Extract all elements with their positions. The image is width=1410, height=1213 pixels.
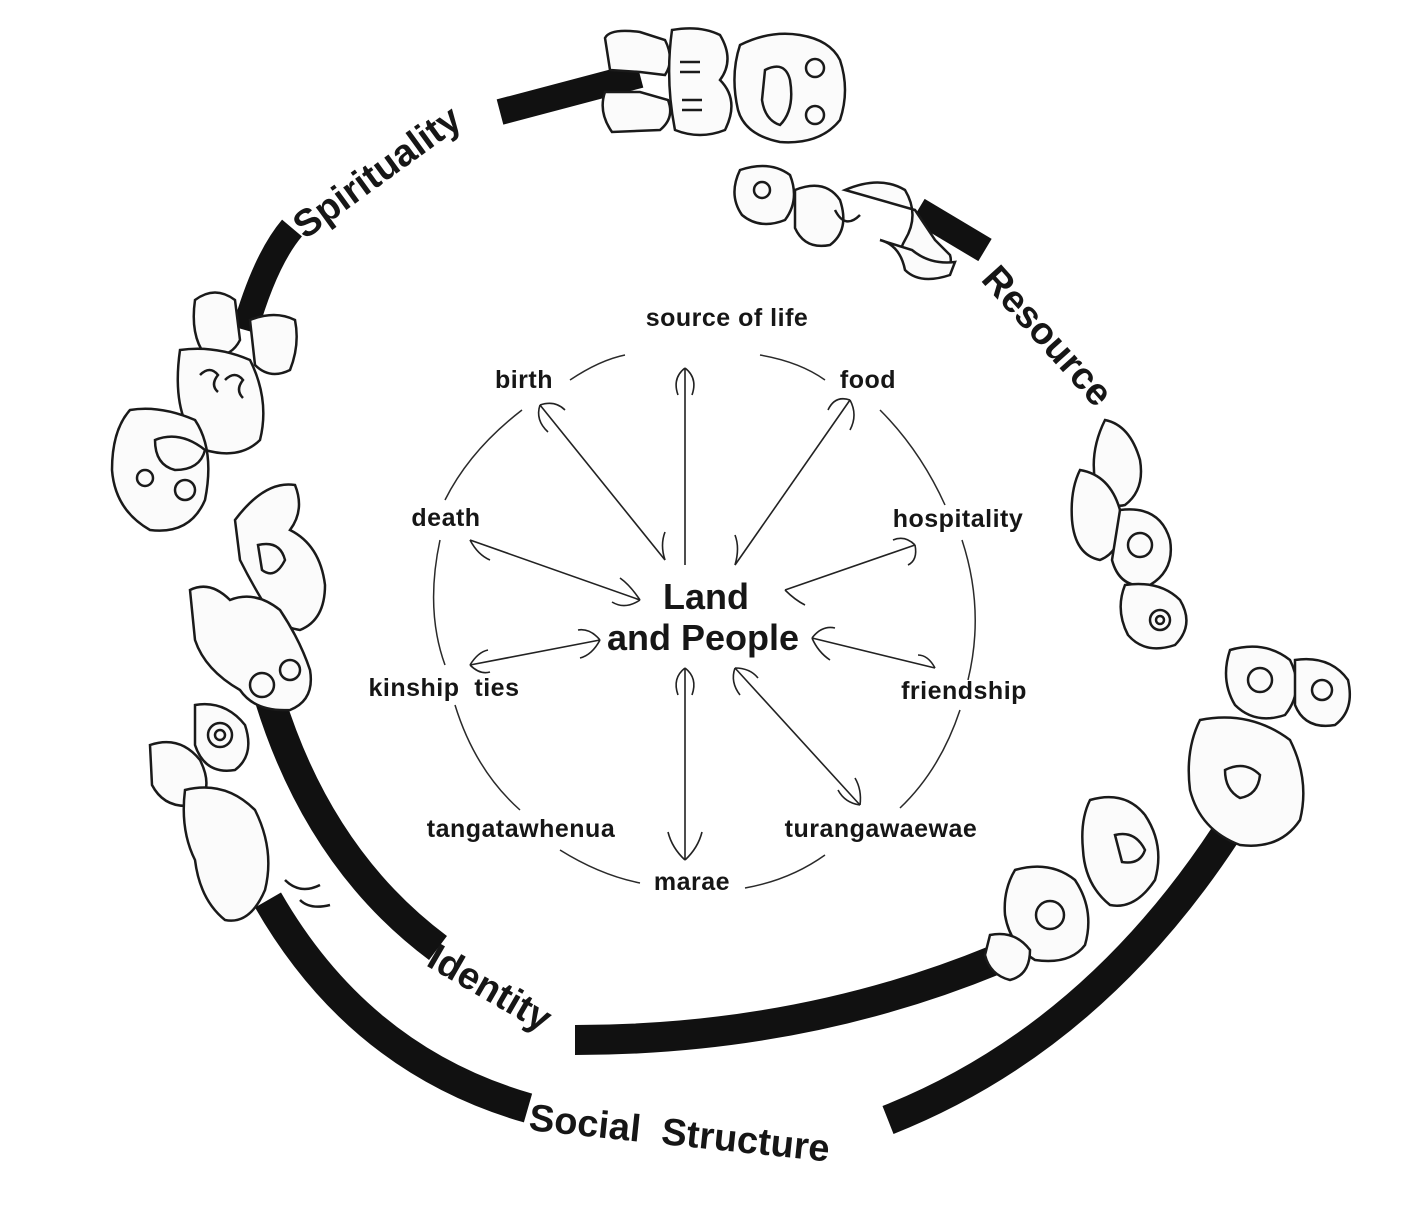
carved-figure-right (1070, 418, 1188, 650)
concept-arrows (469, 367, 936, 861)
label-marae: marae (654, 868, 730, 896)
identity-band-right (574, 946, 1001, 1055)
spirituality-band-top (496, 62, 644, 125)
label-social-structure: Social Structure (527, 1097, 832, 1170)
label-friendship: friendship (901, 677, 1027, 705)
identity-band-left (255, 695, 447, 961)
carved-figure-top (601, 27, 847, 144)
carved-figure-left-middle (188, 483, 327, 712)
label-kinship-ties: kinship ties (369, 674, 520, 702)
inner-circle (432, 354, 976, 889)
center-label: Land and People (607, 576, 799, 658)
center-label-line-1: Land (663, 576, 749, 617)
label-birth: birth (495, 366, 553, 394)
carved-figure-upper-right (733, 164, 957, 281)
label-resource: Resource (973, 258, 1120, 415)
label-identity: Identity (421, 936, 559, 1040)
label-source-of-life: source of life (646, 304, 809, 332)
label-tangatawhenua: tangatawhenua (427, 815, 616, 843)
center-label-line-2: and People (607, 617, 799, 658)
carved-figure-left-upper (110, 291, 298, 532)
social-structure-band-left (254, 892, 533, 1123)
resource-band (911, 198, 992, 262)
social-structure-band-right (882, 826, 1238, 1134)
label-food: food (840, 366, 896, 394)
carved-figure-bottom-right (983, 795, 1160, 982)
label-hospitality: hospitality (893, 505, 1024, 533)
carved-figure-right-upper (1187, 645, 1352, 847)
concept-labels: source of life birth food death hospital… (369, 304, 1027, 896)
outer-ring-bands (232, 62, 1238, 1134)
label-spirituality: Spirituality (286, 98, 470, 247)
label-death: death (411, 504, 480, 532)
spirituality-band-left (232, 219, 303, 334)
label-turangawaewae: turangawaewae (785, 815, 978, 843)
carved-figure-left-lower (148, 702, 331, 922)
